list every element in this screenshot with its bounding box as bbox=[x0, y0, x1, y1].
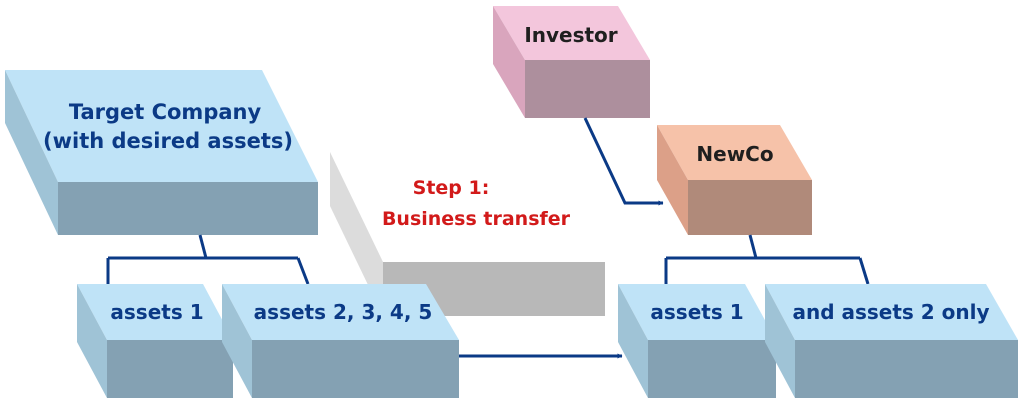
assets-2-only-box: and assets 2 only bbox=[765, 284, 1018, 398]
assets-1-left-label: assets 1 bbox=[110, 300, 203, 324]
newco-label: NewCo bbox=[696, 142, 773, 166]
assets-1-right-box: assets 1 bbox=[618, 284, 776, 398]
assets-1-right-label: assets 1 bbox=[650, 300, 743, 324]
step-1-label-line2: Business transfer bbox=[382, 208, 571, 230]
target-company-label-line2: (with desired assets) bbox=[43, 129, 293, 153]
assets-2-only-label: and assets 2 only bbox=[792, 300, 989, 324]
investor-label: Investor bbox=[524, 23, 617, 47]
assets-2345-box: assets 2, 3, 4, 5 bbox=[222, 284, 459, 398]
newco-box: NewCo bbox=[657, 125, 812, 235]
newco-connector bbox=[664, 234, 870, 285]
target-company-box: Target Company (with desired assets) bbox=[5, 70, 318, 235]
target-company-label-line1: Target Company bbox=[69, 100, 262, 124]
step-1-label-line1: Step 1: bbox=[413, 177, 490, 199]
target-company-connector bbox=[106, 234, 310, 285]
investor-to-newco-arrow bbox=[583, 117, 664, 206]
assets-2345-label: assets 2, 3, 4, 5 bbox=[254, 300, 433, 324]
assets-1-left-box: assets 1 bbox=[77, 284, 233, 398]
investor-box: Investor bbox=[493, 6, 650, 118]
